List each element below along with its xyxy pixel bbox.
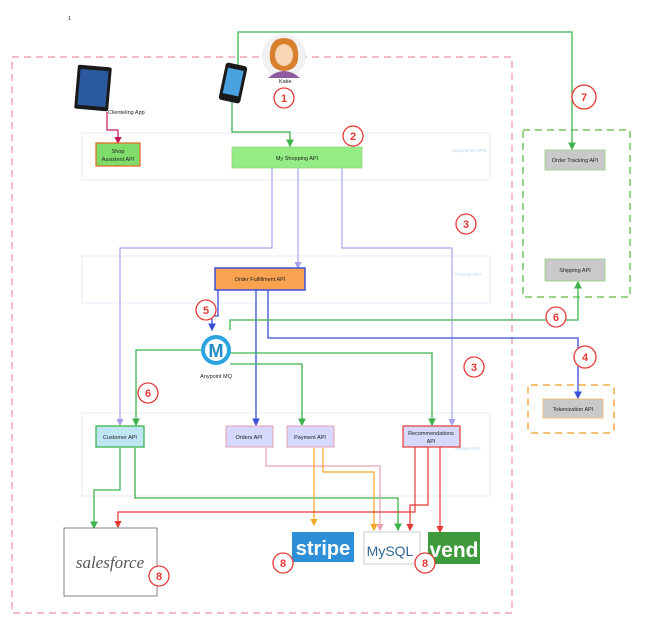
svg-text:3: 3 [463, 219, 469, 231]
mule-icon: M [209, 341, 224, 361]
recommendations-api-label-2: API [427, 439, 436, 445]
connector [208, 290, 219, 332]
orders-api-node[interactable]: Orders API [225, 425, 274, 448]
connector [231, 100, 294, 148]
connector [229, 280, 582, 330]
step-marker: 8 [272, 552, 294, 574]
external-boundary-orange [527, 384, 615, 434]
anypoint-mq-node: M Anypoint MQ [200, 335, 233, 380]
step-marker: 2 [342, 125, 364, 147]
svg-text:2: 2 [350, 131, 356, 143]
page-marker: 1 [68, 16, 71, 22]
experience-tier-label: Experience APIs [453, 148, 487, 153]
svg-text:7: 7 [581, 92, 587, 104]
order-tracking-api-node[interactable]: Order Tracking API [544, 149, 606, 171]
connector [132, 349, 203, 427]
connector [90, 448, 121, 530]
orders-api-label: Orders API [236, 435, 263, 441]
svg-text:3: 3 [471, 362, 477, 374]
mysql-logo-text: MySQL [367, 543, 414, 559]
system-tier-label: System APIs [455, 446, 481, 451]
step-marker: 5 [195, 299, 217, 321]
shipping-api-node[interactable]: Shipping API [544, 258, 606, 282]
connector [230, 363, 306, 427]
shop-assistent-api-node[interactable]: Shop Assistent API [95, 142, 141, 167]
external-boundary-green [522, 129, 631, 298]
step-marker: 4 [573, 345, 597, 369]
connector [406, 446, 429, 532]
salesforce-logo-text: salesforce [76, 553, 145, 572]
step-marker: 3 [463, 356, 485, 378]
persona-name: Katie [279, 79, 292, 85]
tokenization-api-node[interactable]: Tokenization API [542, 398, 604, 419]
connector [116, 168, 273, 427]
experience-tier-band [81, 132, 491, 181]
connector [134, 448, 402, 532]
step-marker: 6 [137, 382, 159, 404]
svg-text:4: 4 [582, 352, 589, 364]
svg-text:6: 6 [553, 312, 559, 324]
svg-text:8: 8 [280, 558, 286, 570]
shipping-api-label: Shipping API [559, 268, 591, 274]
connector [230, 352, 436, 427]
order-fulfillment-api-label: Order Fulfillment API [235, 277, 286, 283]
tablet-icon: Clienteling App [74, 64, 145, 116]
clienteling-app-label: Clienteling App [108, 110, 145, 116]
recommendations-api-label-1: Recommendations [408, 431, 454, 437]
recommendations-api-node[interactable]: Recommendations API [402, 425, 461, 448]
customer-api-label: Customer API [103, 435, 137, 441]
my-shopping-api-node[interactable]: My Shopping API [231, 146, 363, 169]
payment-api-node[interactable]: Payment API [286, 425, 335, 448]
customer-api-node[interactable]: Customer API [95, 425, 145, 448]
step-marker: 1 [273, 87, 295, 109]
step-marker: 3 [455, 213, 477, 235]
process-tier-label: Process APIs [455, 272, 483, 277]
payment-api-label: Payment API [294, 435, 326, 441]
svg-text:6: 6 [145, 388, 151, 400]
step-marker: 8 [414, 552, 436, 574]
shop-assistent-api-label-2: Assistent API [102, 157, 135, 163]
connector [341, 168, 456, 427]
tokenization-api-label: Tokenization API [553, 407, 594, 413]
process-tier-band [81, 255, 491, 304]
persona-katie: Katie [262, 34, 306, 85]
order-fulfillment-api-node[interactable]: Order Fulfillment API [214, 267, 306, 291]
svg-text:8: 8 [422, 558, 428, 570]
step-marker: 6 [545, 306, 567, 328]
system-tier-band [81, 412, 491, 497]
svg-text:5: 5 [203, 305, 209, 317]
step-marker: 7 [571, 84, 597, 110]
mysql-logo: MySQL [363, 531, 421, 565]
stripe-logo-text: stripe [296, 538, 350, 560]
salesforce-logo: salesforce [63, 527, 158, 597]
smartphone-icon [218, 62, 248, 104]
my-shopping-api-label: My Shopping API [276, 156, 319, 162]
connector [267, 290, 582, 400]
step-marker: 8 [148, 565, 170, 587]
connector [237, 31, 576, 151]
svg-text:1: 1 [281, 93, 287, 105]
svg-text:8: 8 [156, 571, 162, 583]
connector [114, 446, 416, 529]
stripe-logo: stripe [292, 532, 354, 562]
vend-logo-text: vend [429, 539, 478, 562]
connector [106, 112, 122, 145]
connector [322, 448, 378, 532]
shop-assistent-api-label-1: Shop [112, 149, 125, 155]
anypoint-mq-label: Anypoint MQ [200, 374, 233, 380]
order-tracking-api-label: Order Tracking API [552, 158, 599, 164]
vend-logo: vend [428, 532, 480, 564]
